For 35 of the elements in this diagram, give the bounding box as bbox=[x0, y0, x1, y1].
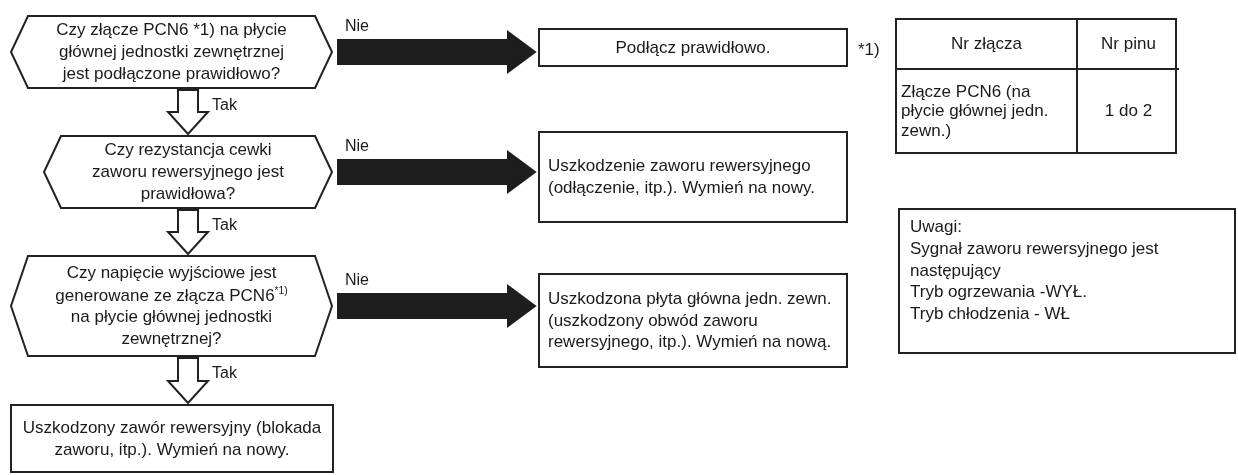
footnote-mark: *1) bbox=[858, 39, 880, 61]
decision-hexagon bbox=[10, 255, 333, 357]
node-text: Tryb chłodzenia - WŁ bbox=[910, 303, 1070, 325]
decision-hexagon bbox=[10, 15, 333, 89]
edge-label: Tak bbox=[212, 216, 237, 234]
decision-hexagon bbox=[43, 135, 333, 209]
hollow-block-arrow bbox=[165, 89, 211, 136]
edge-label: Tak bbox=[212, 364, 237, 382]
table-header: Nr złącza bbox=[897, 20, 1078, 70]
notes-box bbox=[898, 208, 1236, 354]
process-box bbox=[10, 404, 334, 473]
edge-label: Tak bbox=[212, 96, 237, 114]
node-text: Tryb ogrzewania -WYŁ. bbox=[910, 281, 1087, 303]
table-header: Nr pinu bbox=[1078, 20, 1179, 70]
edge-label: Nie bbox=[345, 17, 369, 35]
question-text: Czy rezystancja cewki zaworu rewersyjnego jest prawidłowa? bbox=[91, 139, 285, 205]
edge-label: Nie bbox=[345, 271, 369, 289]
edge-label: Nie bbox=[345, 137, 369, 155]
solid-block-arrow bbox=[337, 150, 537, 194]
node-text: Uszkodzona płyta główna jedn. zewn. (uszkodzony obwód zaworu rewersyjnego, itp.). Wymień na nową. bbox=[548, 287, 833, 354]
table-entry: 1 do 2 bbox=[1103, 100, 1154, 123]
node-text: Uwagi: bbox=[910, 216, 962, 238]
hollow-block-arrow bbox=[165, 357, 211, 405]
node-text: Uszkodzenie zaworu rewersyjnego (odłączenie, itp.). Wymień na nowy. bbox=[548, 155, 816, 199]
solid-block-arrow bbox=[337, 30, 537, 74]
table-entry: Złącze PCN6 (na płycie głównej jedn. zewn.) bbox=[897, 70, 1078, 152]
node-text: Podłącz prawidłowo. bbox=[615, 36, 771, 59]
process-box bbox=[538, 131, 848, 223]
hollow-block-arrow bbox=[165, 209, 211, 256]
solid-block-arrow bbox=[337, 284, 537, 328]
node-text: Uszkodzony zawór rewersyjny (blokada zaworu, itp.). Wymień na nowy. bbox=[21, 416, 323, 461]
node-text: Sygnał zaworu rewersyjnego jest następujący bbox=[910, 237, 1160, 282]
question-text: Czy złącze PCN6 *1) na płycie głównej jednostki zewnętrznej jest podłączone prawidłowo? bbox=[55, 19, 288, 85]
process-box bbox=[538, 273, 848, 368]
question-text: Czy napięcie wyjściowe jest generowane ze złącza PCN6$^{*1)}$ na płycie głównej jednostki zewnętrznej? bbox=[54, 262, 289, 350]
